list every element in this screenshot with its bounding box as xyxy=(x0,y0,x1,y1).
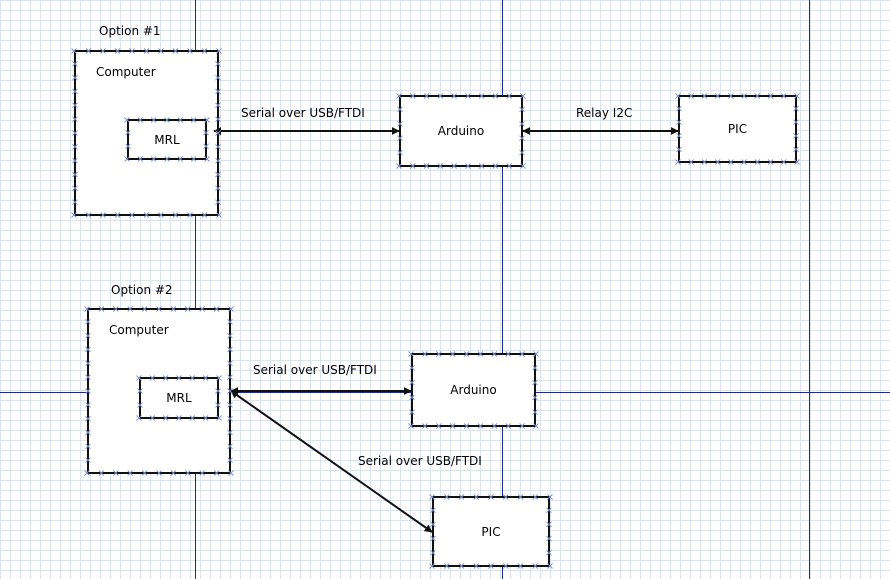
mrl-box-option2[interactable]: MRL xyxy=(139,377,219,419)
computer-label: Computer xyxy=(96,65,156,79)
vertical-guide-line xyxy=(195,0,196,579)
pic-box-option2[interactable]: PIC xyxy=(432,496,550,567)
connector-label: Relay I2C xyxy=(576,106,633,120)
computer-label: Computer xyxy=(109,323,169,337)
vertical-guide-line xyxy=(809,0,810,579)
mrl-label: MRL xyxy=(166,391,192,405)
connector-label: Serial over USB/FTDI xyxy=(253,363,377,377)
arduino-box-option2[interactable]: Arduino xyxy=(411,353,536,427)
mrl-box-option1[interactable]: MRL xyxy=(127,119,207,160)
vertical-guide-line xyxy=(502,0,503,579)
option1-title: Option #1 xyxy=(99,24,161,38)
pic-label: PIC xyxy=(481,524,501,539)
pic-box-option1[interactable]: PIC xyxy=(678,95,797,163)
connector-label: Serial over USB/FTDI xyxy=(358,454,482,468)
option2-title: Option #2 xyxy=(111,283,173,297)
connector-label: Serial over USB/FTDI xyxy=(241,106,365,120)
arduino-box-option1[interactable]: Arduino xyxy=(399,95,523,167)
mrl-label: MRL xyxy=(154,132,180,147)
pic-label: PIC xyxy=(727,122,748,136)
arduino-label: Arduino xyxy=(437,124,485,138)
arduino-label: Arduino xyxy=(450,383,497,397)
